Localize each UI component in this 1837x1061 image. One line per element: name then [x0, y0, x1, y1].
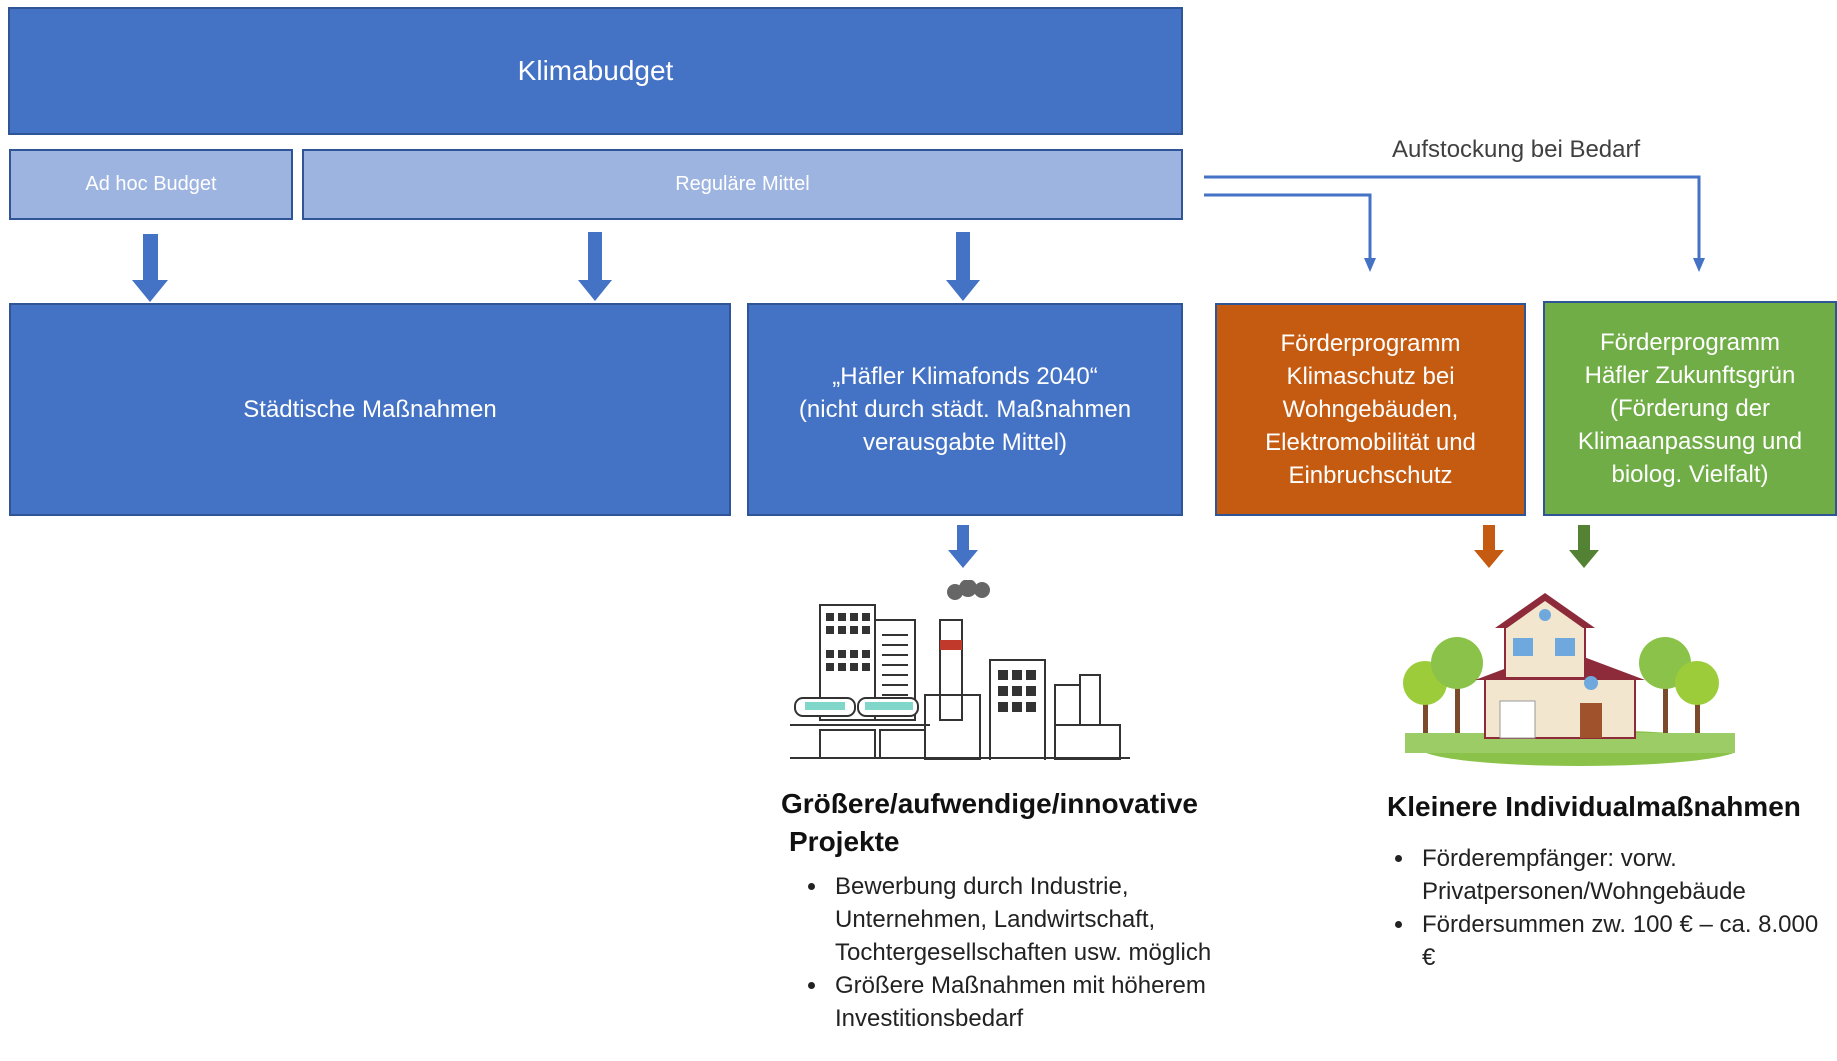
- projekte-bullet-list: Bewerbung durch Industrie, Unternehmen, …: [795, 870, 1229, 1035]
- regulaere-mittel-box: Reguläre Mittel: [302, 149, 1183, 220]
- connector-to-wohngebaeude: [1204, 193, 1372, 258]
- house-illustration: [1403, 593, 1735, 766]
- foerder-wohngebaeude-label: Förderprogramm Klimaschutz bei Wohngebäu…: [1265, 330, 1476, 489]
- klimabudget-box: Klimabudget: [8, 7, 1183, 135]
- staedtische-massnahmen-label: Städtische Maßnahmen: [243, 395, 497, 423]
- klimabudget-label: Klimabudget: [517, 55, 674, 86]
- foerder-wohngebaeude-box: Förderprogramm Klimaschutz bei Wohngebäu…: [1215, 303, 1526, 516]
- foerder-zukunftsgruen-box: Förderprogramm Häfler Zukunftsgrün (Förd…: [1543, 301, 1837, 516]
- individual-bullet-list: Förderempfänger: vorw. Privatpersonen/Wo…: [1382, 842, 1836, 974]
- ad-hoc-budget-label: Ad hoc Budget: [85, 173, 217, 195]
- arrow-wohngebaeude-to-individual: [1474, 525, 1504, 568]
- connector-to-zukunftsgruen: [1204, 175, 1701, 258]
- arrow-klimafonds-to-projekte: [948, 525, 978, 568]
- klimafonds-box: „Häfler Klimafonds 2040“ (nicht durch st…: [747, 303, 1183, 516]
- individual-bullet: Fördersummen zw. 100 € – ca. 8.000 €: [1416, 908, 1836, 974]
- klimafonds-label: „Häfler Klimafonds 2040“ (nicht durch st…: [798, 363, 1132, 456]
- individual-heading: Kleinere Individualmaßnahmen: [1387, 791, 1801, 822]
- regulaere-mittel-label: Reguläre Mittel: [675, 173, 810, 195]
- industry-illustration: [790, 580, 1130, 760]
- projekte-heading-line1: Größere/aufwendige/innovative: [781, 788, 1198, 819]
- arrow-zukunftsgruen-to-individual: [1569, 525, 1599, 568]
- projekte-heading-line2: Projekte: [789, 826, 900, 857]
- aufstockung-label: Aufstockung bei Bedarf: [1392, 136, 1641, 163]
- ad-hoc-budget-box: Ad hoc Budget: [9, 149, 293, 220]
- arrow-regulaer-to-klimafonds: [946, 232, 980, 301]
- arrow-adhoc-to-staedtisch: [132, 234, 168, 302]
- foerder-zukunftsgruen-label: Förderprogramm Häfler Zukunftsgrün (Förd…: [1577, 329, 1803, 488]
- staedtische-massnahmen-box: Städtische Maßnahmen: [9, 303, 731, 516]
- projekte-bullet: Größere Maßnahmen mit höherem Investitio…: [829, 969, 1229, 1035]
- projekte-bullet: Bewerbung durch Industrie, Unternehmen, …: [829, 870, 1229, 969]
- arrow-regulaer-to-staedtisch: [578, 232, 612, 301]
- individual-bullet: Förderempfänger: vorw. Privatpersonen/Wo…: [1416, 842, 1836, 908]
